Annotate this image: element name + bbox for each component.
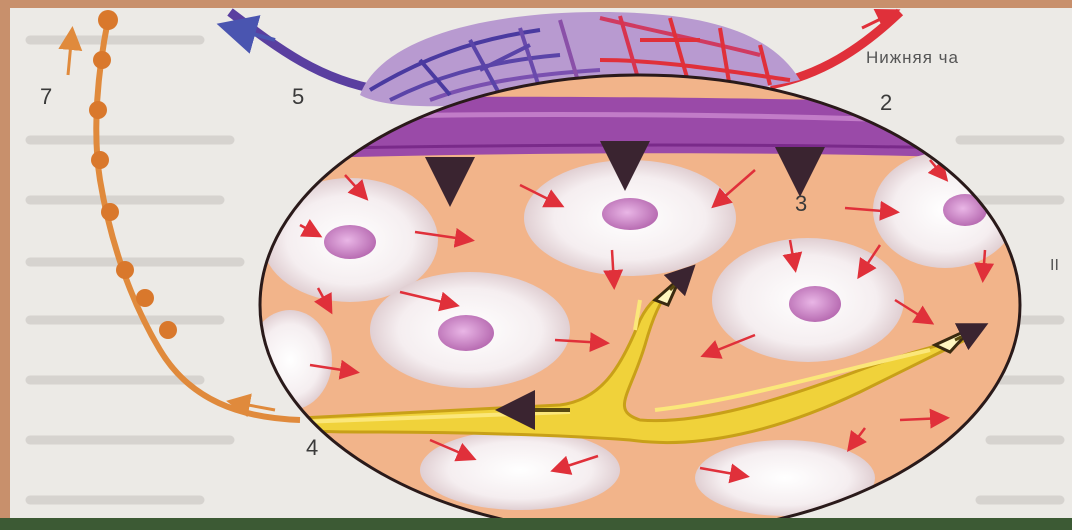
cell <box>420 430 620 510</box>
cell <box>712 238 904 362</box>
label-5: 5 <box>292 86 304 108</box>
side-text-right-mid: II <box>1050 258 1059 274</box>
side-text-top-right: Нижняя ча <box>866 49 959 66</box>
cell-nucleus <box>789 286 841 322</box>
label-2: 2 <box>880 92 892 114</box>
cell-nucleus <box>324 225 376 259</box>
cell <box>370 272 570 388</box>
cell-nucleus <box>438 315 494 351</box>
label-4: 4 <box>306 437 318 459</box>
label-7: 7 <box>40 86 52 108</box>
cell-nucleus <box>602 198 658 230</box>
label-3: 3 <box>795 193 807 215</box>
cell <box>524 160 736 276</box>
frame-bottom-bar <box>0 518 1072 530</box>
